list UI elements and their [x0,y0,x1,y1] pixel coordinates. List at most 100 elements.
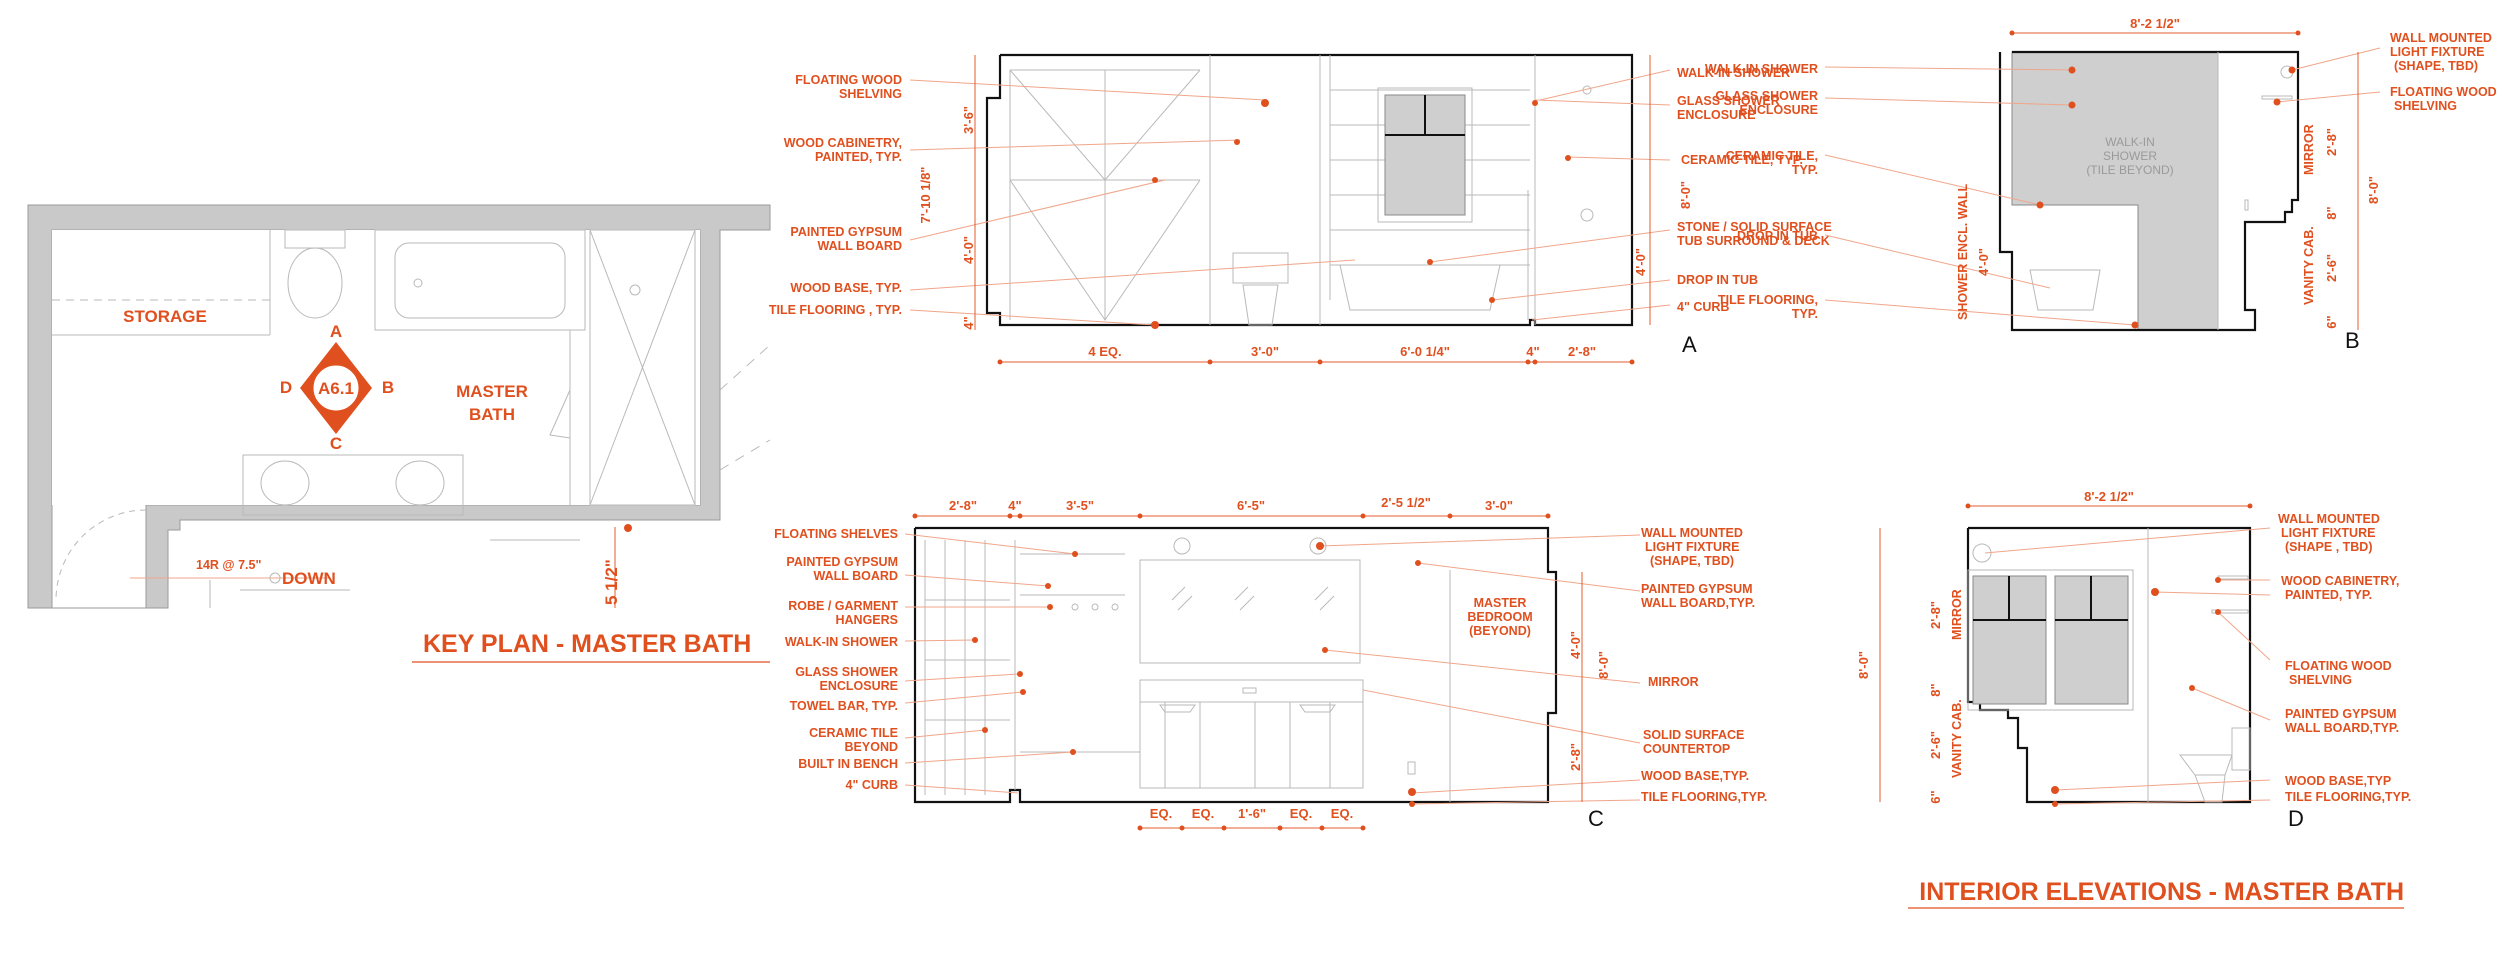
elev-b-label: TYP. [1792,307,1818,321]
plan-shower-slope [589,229,696,506]
compass-north: A [330,322,342,341]
elevation-a: FLOATING WOOD SHELVING WOOD CABINETRY, P… [769,53,1832,365]
elev-b-faucet [2244,199,2249,211]
elev-a-label: TUB SURROUND & DECK [1677,234,1830,248]
elev-d-shelf [2211,609,2249,614]
elev-c-dim: 4'-0" [1568,631,1583,659]
compass-sheet-ref: A6.1 [318,379,354,398]
elev-b-label: SHELVING [2394,99,2457,113]
elev-c-dim-ticks-bottom [1137,825,1366,831]
elev-c-label: BUILT IN BENCH [798,757,898,771]
elev-a-label: PAINTED, TYP. [815,150,902,164]
elev-d-dim: 2'-8" [1928,601,1943,629]
elev-d-vertical-label: VANITY CAB. [1950,699,1964,778]
elev-c-dim: EQ. [1331,806,1353,821]
interior-elevations-title: INTERIOR ELEVATIONS - MASTER BATH [1919,878,2404,906]
elev-d-label: LIGHT FIXTURE [2281,526,2375,540]
elev-d-leaders [1984,527,2271,805]
elev-c-dim: 6'-5" [1237,498,1265,513]
compass-south: C [330,434,342,453]
elev-d-dim-top: 8'-2 1/2" [2084,489,2134,504]
plan-vanity [242,454,464,516]
elev-c-label: 4" CURB [846,778,898,792]
elev-c-dim: 2'-8" [1568,743,1583,771]
elev-c-dim: EQ. [1192,806,1214,821]
plan-shower-door [549,389,571,439]
elev-d-tag: D [2288,806,2304,831]
elev-d-label: WOOD CABINETRY, [2281,574,2399,588]
elev-a-shower-valve [1580,208,1594,222]
elev-b-dim-tick [2295,30,2301,36]
elev-d-light [1972,543,1992,563]
elev-a-dim-ticks [997,359,1635,365]
elev-d-dots [2051,577,2221,807]
elev-c-label: CERAMIC TILE [809,726,898,740]
elev-b-label: DROP IN TUB [1737,229,1818,243]
compass-east: B [382,378,394,397]
plan-dashed [719,344,771,391]
elev-c-label: PAINTED GYPSUM [1641,582,1753,596]
elev-b-tag: B [2345,328,2360,353]
elev-c-hook [1071,603,1079,611]
elev-b-label: CERAMIC TILE, [1726,149,1818,163]
elev-d-label: SHELVING [2289,673,2352,687]
elev-a-tub [1339,264,1501,311]
key-plan-title: KEY PLAN - MASTER BATH [423,630,751,658]
master-bath-label-1: MASTER [456,382,528,401]
elev-c-outlet [1242,687,1257,694]
elev-b-shower-beyond [2011,51,2219,331]
elevation-compass[interactable]: A6.1 A C D B [280,322,394,453]
elev-a-label: DROP IN TUB [1677,273,1758,287]
elev-c-dim: 8'-0" [1596,651,1611,679]
elev-c-label: COUNTERTOP [1643,742,1730,756]
elev-a-leaders [909,69,1671,326]
elev-b-vertical-label: MIRROR [2302,124,2316,175]
elev-a-dim: 4'-0" [961,236,976,264]
elev-a-dim: 6'-0 1/4" [1400,344,1450,359]
elev-b-beyond-text: (TILE BEYOND) [2086,163,2173,177]
elev-a-dim: 3'-6" [961,106,976,134]
elev-d-label: WOOD BASE,TYP [2285,774,2391,788]
elev-a-label: ENCLOSURE [1677,108,1755,122]
elev-c-label: TOWEL BAR, TYP. [790,699,898,713]
elev-a-label: PAINTED GYPSUM [790,225,902,239]
elev-b-vertical-label: VANITY CAB. [2302,226,2316,305]
elev-c-dim: EQ. [1290,806,1312,821]
elev-c-mirror [1139,559,1361,664]
elev-b-dim-top: 8'-2 1/2" [2130,16,2180,31]
elev-c-label: WALL BOARD,TYP. [1641,596,1755,610]
elev-a-dim: 4" [961,316,976,329]
elevation-c: FLOATING SHELVES PAINTED GYPSUM WALL BOA… [774,495,1767,831]
elev-c-dim: EQ. [1150,806,1172,821]
compass-west: D [280,378,292,397]
elev-b-label: TILE FLOORING, [1718,293,1818,307]
elev-c-light [1173,537,1191,555]
plan-tub [394,242,566,319]
elev-b-label: (SHAPE, TBD) [2394,59,2478,73]
elev-b-dim: 8" [2324,206,2339,219]
elev-a-dim: 7'-10 1/8" [918,167,933,224]
elev-a-outline [985,53,1634,327]
elev-c-inner-label: (BEYOND) [1469,624,1531,638]
plan-sink-right [395,460,445,506]
elev-d-dim: 8'-0" [1856,651,1871,679]
elev-c-label: SOLID SURFACE [1643,728,1744,742]
elev-c-label: PAINTED GYPSUM [786,555,898,569]
elev-c-dim: 3'-5" [1066,498,1094,513]
elev-c-dim: 4" [1008,498,1021,513]
elev-a-dim: 8'-0" [1678,181,1693,209]
elev-c-dim: 3'-0" [1485,498,1513,513]
elev-b-dim: 2'-8" [2324,128,2339,156]
elev-a-label: STONE / SOLID SURFACE [1677,220,1832,234]
elev-c-hook [1091,603,1099,611]
elev-c-label: (SHAPE, TBD) [1650,554,1734,568]
elev-a-label: WOOD BASE, TYP. [790,281,902,295]
plan-dashed [719,439,771,471]
plan-floor [52,230,700,505]
stair-riser-label: 14R @ 7.5" [196,558,261,572]
elev-c-label: GLASS SHOWER [795,665,898,679]
elev-a-dim: 4 EQ. [1088,344,1121,359]
elev-c-label: ROBE / GARMENT [788,599,898,613]
elev-d-dim: 8" [1928,683,1943,696]
elevation-d: WALL MOUNTED LIGHT FIXTURE (SHAPE , TBD)… [1856,489,2411,831]
